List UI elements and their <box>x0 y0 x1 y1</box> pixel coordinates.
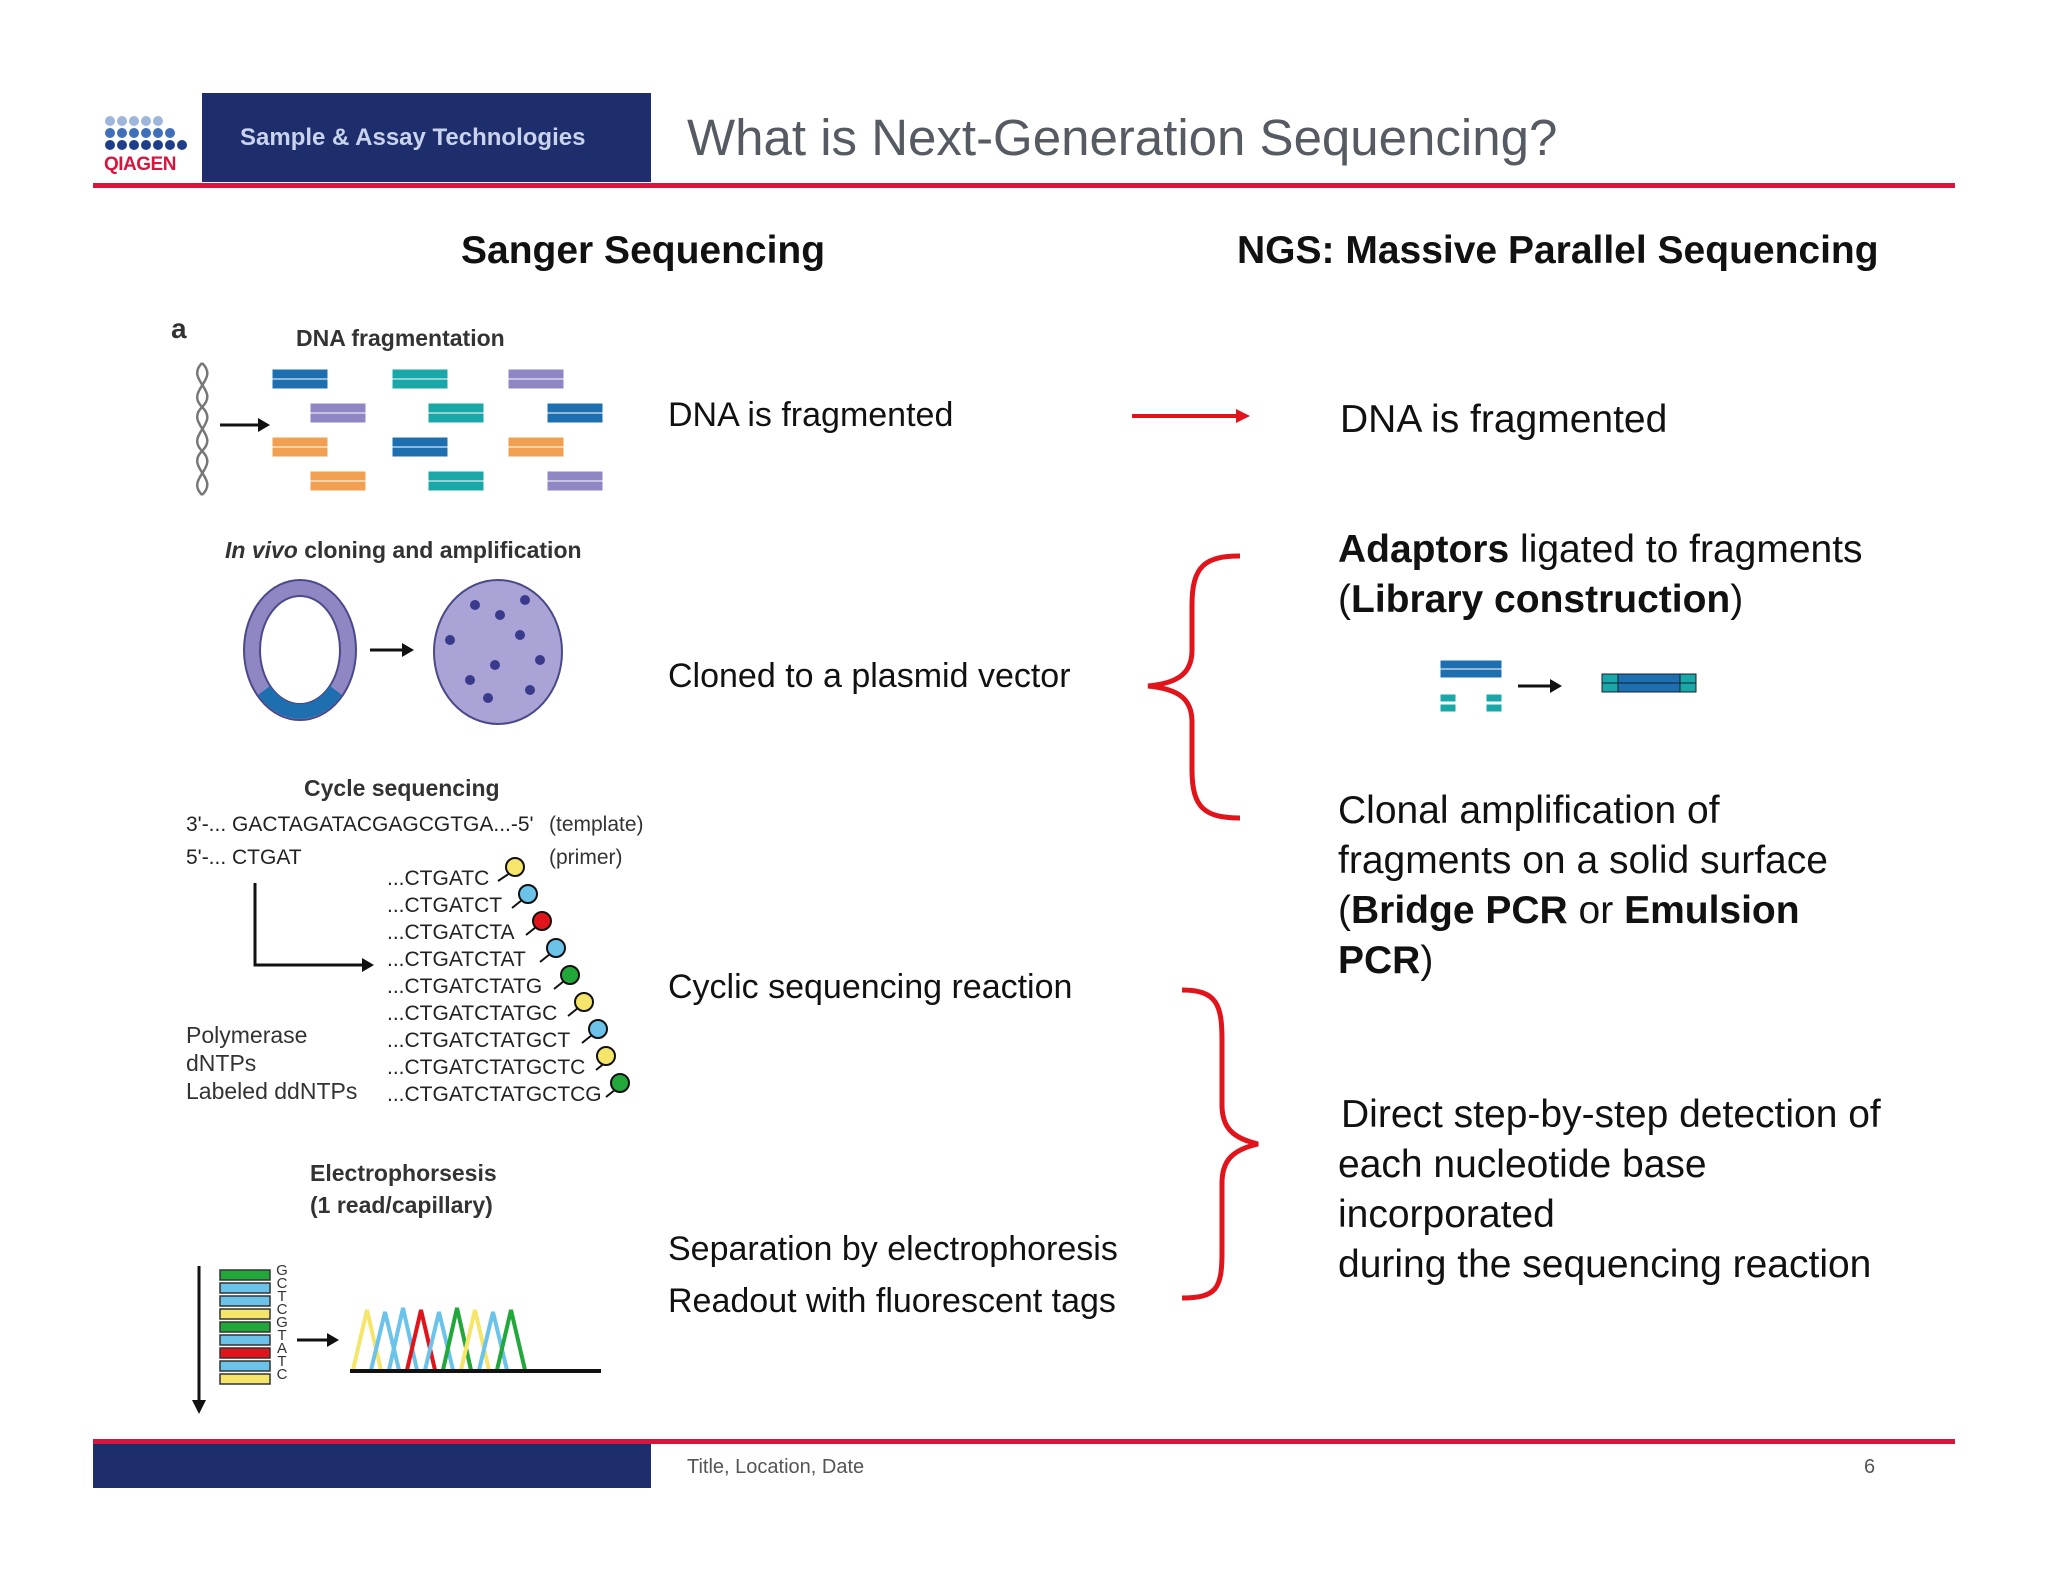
extension-arrow-icon <box>253 883 374 972</box>
header-band <box>202 93 651 182</box>
extension-product: ...CTGATC <box>387 867 490 890</box>
ngs-step-clonal-amplification: Clonal amplification of fragments on a s… <box>1338 786 1828 986</box>
header-band-label: Sample & Assay Technologies <box>240 124 586 151</box>
paren-open: ( <box>1338 889 1351 932</box>
detect-line-3: incorporated <box>1338 1193 1555 1236</box>
sanger-step-cloning: Cloned to a plasmid vector <box>668 657 1071 695</box>
migration-arrow-icon <box>192 1266 206 1414</box>
arrow-icon <box>220 418 270 432</box>
clonal-line-2: fragments on a solid surface <box>1338 839 1828 882</box>
detect-line-2: each nucleotide base <box>1338 1143 1707 1186</box>
arrow-icon <box>370 643 414 657</box>
template-tag: (template) <box>549 813 644 836</box>
extension-product: ...CTGATCTATGCT <box>387 1029 571 1052</box>
extension-product: ...CTGATCTATG <box>387 975 543 998</box>
adaptor-ligation-diagram <box>1440 659 1697 713</box>
adaptors-rest: ligated to fragments <box>1509 528 1863 571</box>
extension-product: ...CTGATCTATGCTCG <box>387 1083 602 1106</box>
footer-band <box>93 1444 651 1488</box>
dna-fragmentation-diagram <box>195 362 604 496</box>
arrow-icon <box>1518 679 1562 693</box>
reagent-dntps: dNTPs <box>186 1050 257 1076</box>
ngs-step-adaptors: Adaptors ligated to fragments (Library c… <box>1338 525 1863 625</box>
sanger-step-fragmentation: DNA is fragmented <box>668 396 954 434</box>
ngs-column-title: NGS: Massive Parallel Sequencing <box>1237 229 1879 272</box>
extension-product: ...CTGATCTATGC <box>387 1002 558 1025</box>
or-text: or <box>1567 889 1625 932</box>
cloning-label-rest: cloning and amplification <box>297 537 582 563</box>
sanger-step-readout: Readout with fluorescent tags <box>668 1282 1116 1320</box>
footer-divider <box>93 1439 1955 1444</box>
gel-letter: C <box>276 1366 288 1383</box>
reagent-ddntps: Labeled ddNTPs <box>186 1078 358 1104</box>
paren-close: ) <box>1730 578 1744 621</box>
extension-product: ...CTGATCT <box>387 894 503 917</box>
page-number: 6 <box>1864 1456 1876 1478</box>
adaptors-term: Adaptors <box>1338 528 1510 571</box>
template-sequence: 3'-... GACTAGATACGAGCGTGA...-5' <box>186 813 534 836</box>
gel-letter: T <box>277 1353 287 1370</box>
dna-helix-icon <box>195 362 209 496</box>
cloning-label-italic: In vivo <box>225 537 298 563</box>
gel-letter: A <box>276 1340 287 1357</box>
gel-bands <box>219 1269 271 1385</box>
sanger-step-cycle: Cyclic sequencing reaction <box>668 968 1073 1006</box>
pcr-term: PCR <box>1338 939 1421 982</box>
fragmentation-label: DNA fragmentation <box>296 325 505 351</box>
slide-title: What is Next-Generation Sequencing? <box>687 109 1558 166</box>
ddntp-tag-icons <box>497 857 630 1098</box>
arrow-icon <box>297 1333 339 1347</box>
electrophoresis-label: Electrophorsesis <box>310 1160 497 1186</box>
chromatogram-peaks <box>351 1307 527 1371</box>
clonal-line-1: Clonal amplification of <box>1338 789 1720 832</box>
qiagen-logo <box>105 116 187 150</box>
ngs-step-detection: Direct step-by-step detection of each nu… <box>1338 1090 1881 1290</box>
gel-letter: C <box>276 1275 288 1292</box>
electrophoresis-diagram <box>192 1266 601 1414</box>
cycle-sequencing-label: Cycle sequencing <box>304 775 500 801</box>
gel-letter: G <box>276 1314 288 1331</box>
gel-letters: G C T C G T A T C <box>275 1262 289 1383</box>
plasmid-icon <box>243 579 357 721</box>
cell-colony-icon <box>433 579 563 725</box>
detect-line-4: during the sequencing reaction <box>1338 1243 1872 1286</box>
figure-panel-letter: a <box>171 313 187 344</box>
bridge-pcr-term: Bridge PCR <box>1351 889 1568 932</box>
connectors <box>1132 409 1259 1301</box>
gel-letter: C <box>276 1301 288 1318</box>
primer-tag: (primer) <box>549 846 623 869</box>
cycle-sequencing-diagram <box>253 857 630 1098</box>
header-divider <box>93 183 1955 188</box>
emulsion-term: Emulsion <box>1624 889 1800 932</box>
gel-letter: T <box>277 1327 287 1344</box>
extension-product: ...CTGATCTAT <box>387 948 526 971</box>
extension-product: ...CTGATCTATGCTC <box>387 1056 586 1079</box>
ngs-step-fragmentation: DNA is fragmented <box>1340 398 1668 441</box>
sanger-column-title: Sanger Sequencing <box>461 229 826 272</box>
reagent-polymerase: Polymerase <box>186 1022 308 1048</box>
footer-title-location-date: Title, Location, Date <box>687 1456 865 1478</box>
right-arrow-icon <box>1132 409 1250 423</box>
detect-line-1: Direct step-by-step detection of <box>1341 1093 1881 1136</box>
plasmid-cloning-diagram <box>243 579 563 725</box>
paren-close: ) <box>1420 939 1434 982</box>
paren-open: ( <box>1338 578 1351 621</box>
gel-letter: T <box>277 1288 287 1305</box>
electrophoresis-sublabel: (1 read/capillary) <box>310 1192 493 1218</box>
left-brace-icon <box>1147 553 1241 821</box>
right-brace-icon <box>1181 987 1259 1301</box>
qiagen-logo-text: QIAGEN <box>104 154 176 175</box>
cloning-label: In vivo cloning and amplification <box>225 537 582 564</box>
library-construction-term: Library construction <box>1351 578 1731 621</box>
extension-product: ...CTGATCTA <box>387 921 515 944</box>
primer-sequence: 5'-... CTGAT <box>186 846 302 869</box>
sanger-step-separation: Separation by electrophoresis <box>668 1230 1118 1268</box>
gel-letter: G <box>276 1262 288 1279</box>
